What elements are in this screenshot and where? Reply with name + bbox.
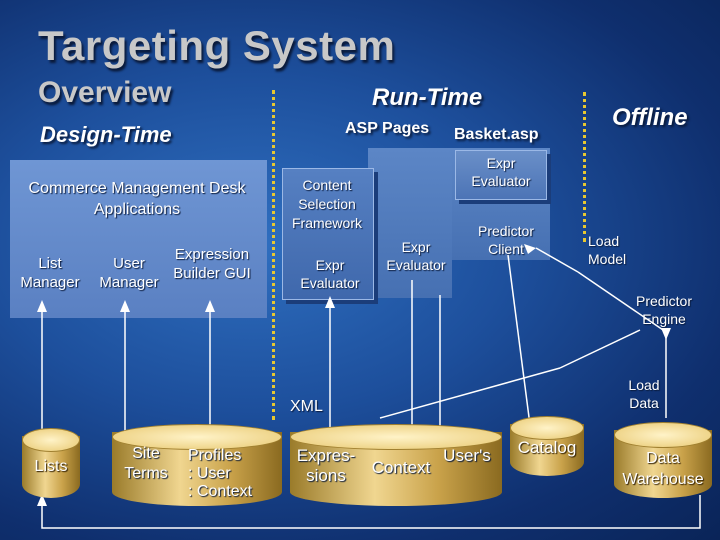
offline-heading: Offline [612,104,688,131]
expr-evaluator-mid-label: Expr Evaluator [386,239,446,273]
asp-pages-tile [368,148,452,298]
data-warehouse-label: Data Warehouse [622,450,704,488]
expression-builder-label: Expression Builder GUI [173,246,251,282]
content-selection-box [282,168,374,300]
line-xml [379,367,561,419]
users-label: User's [443,446,491,465]
load-model-label: Load Model [588,233,627,267]
commerce-desk-heading: Commerce Management Desk Applications [28,180,246,218]
commerce-desk-panel [10,160,267,318]
list-manager-label: List Manager [20,255,80,291]
xml-label: XML [290,398,323,415]
expressions-store [290,424,502,506]
basket-label: Basket.asp [454,126,539,143]
arrowhead-expr-builder [205,300,215,312]
data-warehouse-store: Data Warehouse [614,422,712,498]
content-selection-label: Content Selection Framework [291,177,362,231]
catalog-label: Catalog [517,438,577,457]
line-bottom-loop [41,495,701,529]
user-manager-label: User Manager [99,255,159,291]
arrowhead-list-manager [37,300,47,312]
arrowhead-predictor-client [524,244,536,254]
arrowhead-content-selection [325,296,335,308]
line-xml-engine [559,329,641,369]
line-basket-to-catalog [507,254,531,426]
lists-store: Lists [22,428,80,498]
predictor-client-label: Predictor Client [477,223,535,257]
profiles-store [112,424,282,506]
arrowhead-user-manager [120,300,130,312]
context-context-label: : Context [188,483,253,500]
line-model-to-engine [577,271,667,333]
expr-evaluator-left-label: Expr Evaluator [300,257,360,291]
user-context-label: : User [188,465,231,482]
expressions-label: Expres- sions [296,446,356,485]
design-time-heading: Design-Time [40,122,172,147]
site-terms-label: Site Terms [124,445,168,482]
run-time-heading: Run-Time [372,84,483,111]
load-data-label: Load Data [628,377,660,411]
catalog-store: Catalog [510,416,584,476]
profiles-label: Profiles [188,447,242,464]
arrowhead-predictor-engine [661,328,671,340]
lists-label: Lists [34,458,68,475]
expr-evaluator-top-box [455,150,547,200]
context-label: Context [371,458,431,477]
line-client-to-model [535,247,579,273]
arrowhead-lists [37,494,47,506]
page-title: Targeting System [38,22,396,69]
separator-run-offline [583,92,586,242]
expr-evaluator-top-label: Expr Evaluator [471,155,531,189]
asp-pages-label: ASP Pages [345,120,430,137]
page-subtitle: Overview [38,76,172,109]
separator-design-run [272,90,275,420]
